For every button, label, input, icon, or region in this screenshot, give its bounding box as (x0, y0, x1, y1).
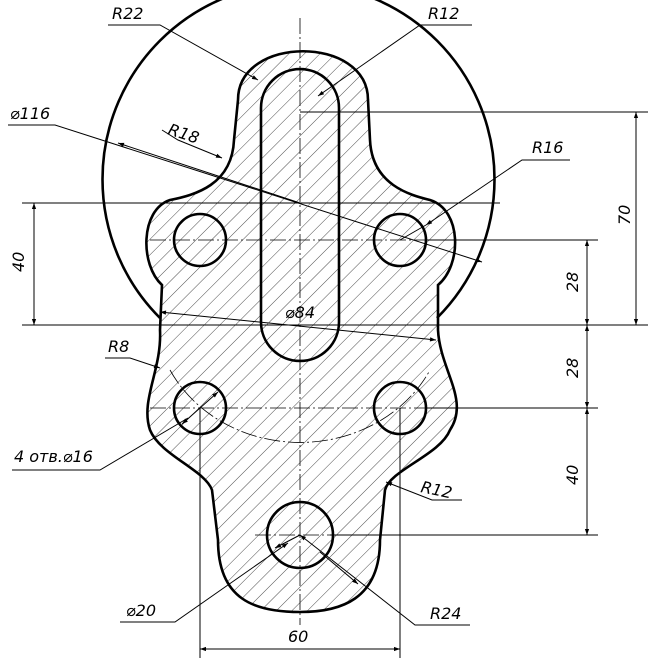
label-r12-top: R12 (428, 4, 459, 23)
label-40-right: 40 (563, 465, 582, 485)
label-r8: R8 (108, 337, 129, 356)
label-r16: R16 (532, 138, 563, 157)
label-d84: ⌀84 (285, 303, 315, 322)
label-holes: 4 отв.⌀16 (14, 447, 93, 466)
label-60: 60 (288, 627, 308, 646)
label-28-upper: 28 (563, 272, 582, 292)
leader-r18 (161, 129, 223, 159)
outer-circle-arc (101, 0, 496, 319)
leader-r24 (299, 534, 470, 626)
leader-d116 (8, 124, 483, 263)
leader-r16 (425, 159, 570, 226)
leader-r12-top (317, 24, 472, 97)
label-r12-bottom: R12 (419, 477, 454, 502)
label-r18: R18 (166, 120, 202, 148)
label-d20: ⌀20 (126, 601, 156, 620)
label-r22: R22 (112, 4, 143, 23)
leader-d116-back (117, 142, 301, 204)
label-d116: ⌀116 (10, 104, 50, 123)
leader-r12-bottom (385, 481, 462, 501)
leader-d84 (159, 310, 437, 342)
leader-r16-center (399, 224, 427, 241)
label-70: 70 (615, 205, 634, 225)
leader-d20-inner (274, 534, 301, 549)
label-28-lower: 28 (563, 358, 582, 378)
leader-d20 (120, 542, 289, 623)
leader-r22 (108, 24, 259, 81)
leader-r8 (105, 357, 161, 369)
label-40-left: 40 (9, 252, 28, 272)
hole-dim-line (181, 391, 219, 425)
leader-holes (12, 417, 189, 471)
leader-r24-arrow (319, 551, 359, 585)
label-r24: R24 (430, 604, 461, 623)
